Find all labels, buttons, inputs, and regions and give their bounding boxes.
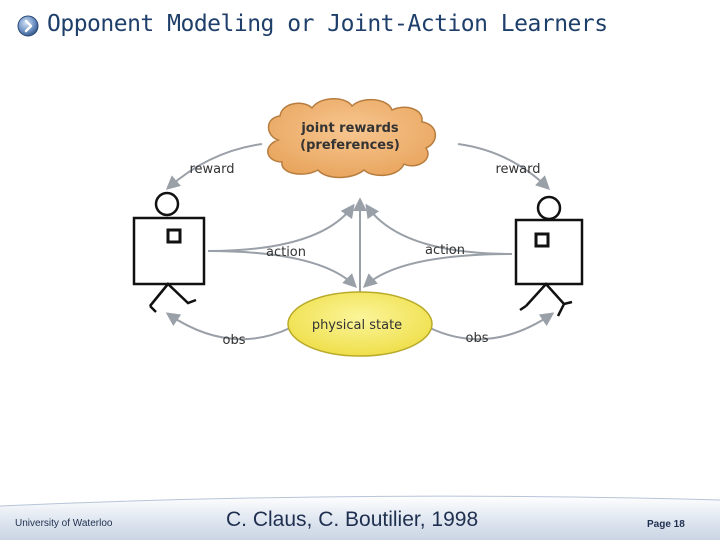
- obs-arrow-right: [429, 312, 555, 341]
- action-curve-right-up: [365, 203, 513, 255]
- cloud-label-line1: joint rewards: [300, 121, 399, 136]
- footer: University of Waterloo C. Claus, C. Bout…: [0, 488, 720, 540]
- obs-label-left: obs: [223, 333, 246, 348]
- physical-state-node: physical state: [287, 291, 433, 357]
- obs-arrow-left: [165, 312, 291, 341]
- joint-action-diagram: joint rewards (preferences) physical sta…: [132, 98, 584, 357]
- footer-institution: University of Waterloo: [15, 518, 113, 529]
- reward-arrow-left: [165, 143, 263, 190]
- reward-label-left: reward: [189, 162, 234, 177]
- title-bar: Opponent Modeling or Joint-Action Learne…: [0, 0, 720, 56]
- action-curve-left: [207, 250, 357, 288]
- action-label-right: action: [425, 243, 465, 258]
- footer-band: [0, 495, 720, 540]
- left-agent: [132, 191, 206, 313]
- cloud-label-line2: (preferences): [300, 138, 400, 153]
- circled-chevron-right-icon: [17, 15, 39, 37]
- reward-arrow-right: [457, 143, 551, 190]
- physical-state-label: physical state: [312, 318, 402, 333]
- footer-citation: C. Claus, C. Boutilier, 1998: [226, 508, 479, 531]
- reward-label-right: reward: [495, 162, 540, 177]
- slide-title: Opponent Modeling or Joint-Action Learne…: [47, 11, 608, 37]
- action-curve-left-up: [207, 203, 355, 252]
- right-agent: [514, 195, 584, 317]
- page-number: Page 18: [647, 519, 685, 530]
- action-label-left: action: [266, 245, 306, 260]
- obs-label-right: obs: [466, 331, 489, 346]
- action-curve-right: [362, 253, 513, 288]
- joint-rewards-cloud: joint rewards (preferences): [267, 98, 436, 179]
